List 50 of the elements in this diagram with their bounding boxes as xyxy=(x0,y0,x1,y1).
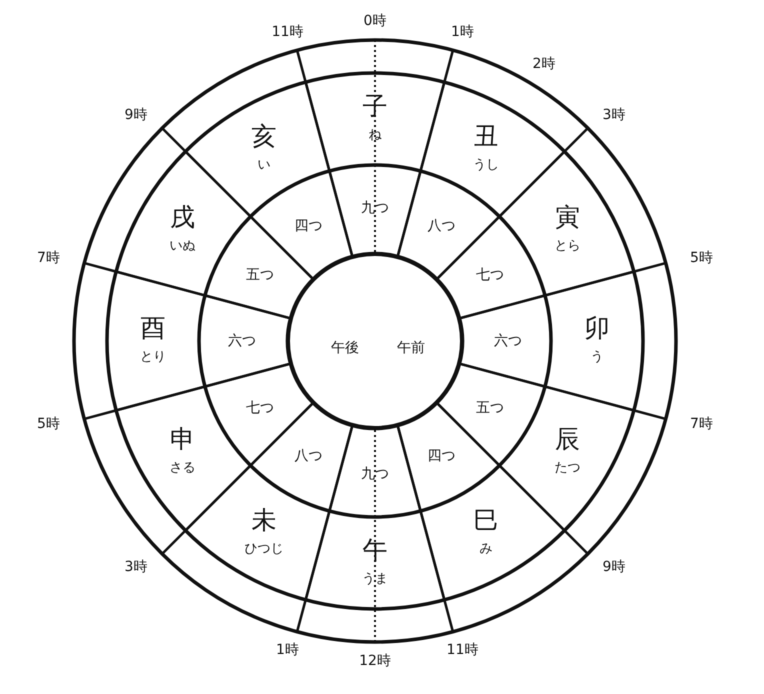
kana-reading: うま xyxy=(362,572,388,586)
zodiac-character: 未 xyxy=(252,508,276,533)
kana-reading: いぬ xyxy=(170,240,196,252)
time-label: 5時 xyxy=(37,416,60,431)
zodiac-character: 巳 xyxy=(474,508,498,533)
hour-label: 八つ xyxy=(428,218,456,233)
kana-reading: み xyxy=(480,542,492,556)
kana-reading: とり xyxy=(140,350,166,364)
kana-reading: うし xyxy=(473,158,499,172)
time-label: 0時 xyxy=(364,14,386,28)
time-label: 11時 xyxy=(272,24,304,39)
hour-label: 四つ xyxy=(428,449,456,464)
zodiac-character: 酉 xyxy=(140,316,166,340)
kana-reading: さる xyxy=(170,462,196,474)
time-label: 1時 xyxy=(276,643,299,658)
kana-reading: とら xyxy=(554,240,580,252)
hour-label: 五つ xyxy=(246,268,274,282)
time-label: 12時 xyxy=(359,654,391,668)
hour-label: 七つ xyxy=(476,268,504,282)
time-label: 7時 xyxy=(690,416,713,431)
kana-reading: たつ xyxy=(554,462,580,474)
kana-reading: い xyxy=(258,158,270,172)
zodiac-character: 申 xyxy=(170,426,196,452)
hour-label: 六つ xyxy=(228,334,256,348)
hour-label: 五つ xyxy=(476,400,504,414)
hour-label: 四つ xyxy=(294,218,322,233)
hour-label: 九つ xyxy=(361,467,389,481)
hour-label: 八つ xyxy=(294,449,322,464)
time-label: 11時 xyxy=(446,643,478,658)
zodiac-character: 辰 xyxy=(554,426,580,452)
zodiac-character: 亥 xyxy=(252,123,276,148)
time-label: 1時 xyxy=(451,24,474,39)
period-label: 午後 xyxy=(331,341,359,355)
time-label: 9時 xyxy=(124,108,148,122)
zodiac-character: 寅 xyxy=(554,204,580,230)
time-label: 3時 xyxy=(602,108,626,122)
hour-label: 六つ xyxy=(494,334,522,348)
hour-label: 七つ xyxy=(246,400,274,414)
zodiac-character: 卯 xyxy=(584,316,610,340)
kana-reading: ひつじ xyxy=(244,542,284,556)
zodiac-character: 丑 xyxy=(474,123,498,148)
hour-label: 九つ xyxy=(361,201,389,215)
time-label: 9時 xyxy=(602,560,626,574)
kana-reading: う xyxy=(590,350,604,364)
period-label: 午前 xyxy=(397,341,425,355)
zodiac-character: 戌 xyxy=(170,204,196,230)
time-label: 7時 xyxy=(37,251,60,266)
time-label: 3時 xyxy=(124,560,148,574)
kana-reading: ね xyxy=(368,128,382,142)
time-label: 5時 xyxy=(690,251,713,266)
